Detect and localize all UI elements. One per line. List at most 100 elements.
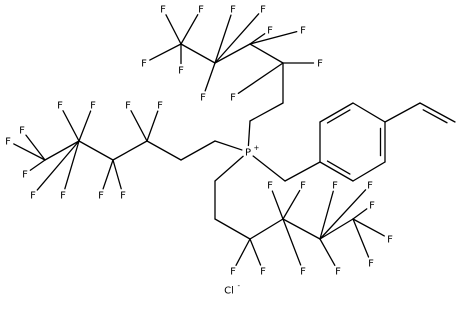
bond-L5-F16 — [62, 110, 80, 142]
bond-P-Bz — [252, 155, 286, 182]
fluorine-atom: F — [178, 66, 184, 77]
atom-symbol: F — [19, 126, 25, 137]
bond-B5-F28 — [319, 238, 336, 266]
fluorine-atom: F — [230, 5, 236, 16]
atom-symbol: F — [230, 5, 236, 16]
fluorine-atom: F — [387, 235, 393, 246]
bond-C5-C6 — [180, 43, 216, 64]
bond-P-C1 — [247, 120, 251, 147]
bond-C5-F7 — [214, 13, 260, 64]
fluorine-atom: F — [57, 101, 63, 112]
fluorine-atom: F — [125, 101, 131, 112]
atom-symbol: F — [22, 170, 28, 181]
atom-symbol: F — [317, 59, 323, 70]
fluorine-atom: F — [260, 5, 266, 16]
bond-C4-F2 — [249, 33, 266, 45]
atom-symbol: F — [90, 101, 96, 112]
fluorine-atom: F — [198, 5, 204, 16]
bond-L6-F22 — [29, 159, 46, 171]
fluorine-atom: F — [60, 191, 66, 202]
bond-R4-V1 — [384, 102, 421, 123]
bond-L3-F13 — [146, 110, 159, 142]
bond-L2-L3 — [146, 140, 182, 161]
fluorine-atom: F — [230, 267, 236, 278]
bond-Bz-R1 — [284, 161, 321, 182]
atom-symbol: F — [125, 101, 131, 112]
fluorine-atom: F — [90, 101, 96, 112]
bond-L4-F15 — [102, 159, 114, 190]
bond-C4-F3 — [249, 31, 298, 45]
fluorine-atom: F — [367, 181, 373, 192]
fluorine-atom: F — [335, 267, 341, 278]
bond-C1-C2 — [249, 102, 284, 122]
fluorine-atom: F — [120, 191, 126, 202]
bond-B4-F25 — [271, 190, 284, 220]
fluorine-atom: F — [260, 267, 266, 278]
atom-symbol: F — [300, 267, 306, 278]
charge-sign: + — [254, 144, 260, 152]
atom-symbol: F — [200, 93, 206, 104]
bond-layer — [13, 13, 456, 266]
fluorine-atom: F — [230, 93, 236, 104]
fluorine-atom: F — [317, 59, 323, 70]
bond-L3-F12 — [130, 110, 148, 142]
bond-B5-F29 — [319, 190, 334, 240]
fluorine-atom: F — [157, 101, 163, 112]
bond-B3-B4 — [249, 218, 284, 240]
atom-symbol: F — [267, 26, 273, 37]
bond-C5-F6 — [214, 14, 232, 64]
bond-L5-F19 — [64, 140, 80, 190]
atom-symbol: F — [300, 26, 306, 37]
fluorine-atom: F — [369, 201, 375, 212]
bond-C6-F9 — [165, 14, 182, 45]
bond-R3-R4 — [352, 102, 386, 123]
bond-L3-L4 — [112, 140, 148, 161]
fluorine-atom: F — [22, 170, 28, 181]
fluorine-atom: F — [5, 137, 11, 148]
bond-P-L1 — [214, 140, 243, 151]
atom-symbol: F — [30, 191, 36, 202]
chloride-ion: Cl- — [224, 282, 240, 297]
fluorine-atom: F — [332, 181, 338, 192]
fluorine-atom: F — [98, 191, 104, 202]
fluorine-atom: F — [19, 126, 25, 137]
fluorine-atom: F — [368, 259, 374, 270]
fluorine-atom: F — [300, 181, 306, 192]
atom-symbol: F — [369, 201, 375, 212]
phosphorus-atom: P+ — [245, 144, 260, 159]
atom-symbol: F — [230, 93, 236, 104]
atom-symbol: F — [368, 259, 374, 270]
bond-L1-L2 — [180, 140, 216, 161]
bond-V1-V2 — [419, 102, 456, 123]
fluorine-atom: F — [300, 267, 306, 278]
bond-R5-R6 — [352, 161, 386, 182]
bond-B6-F31 — [352, 218, 385, 237]
atom-symbol: F — [300, 181, 306, 192]
bond-C3-F4 — [237, 62, 284, 94]
bond-B2-B3 — [214, 218, 251, 240]
bond-B3-F24 — [249, 238, 262, 266]
bond-C4-C5 — [214, 43, 251, 64]
atom-symbol: F — [178, 66, 184, 77]
atom-symbol: F — [230, 267, 236, 278]
bond-R2-R3 — [319, 102, 354, 123]
double-bond-R2-R3 — [326, 109, 351, 124]
bond-C5-F5 — [204, 62, 216, 92]
charge-sign: - — [238, 282, 241, 290]
atom-symbol: F — [141, 59, 147, 70]
fluorine-atom: F — [30, 191, 36, 202]
atom-symbol: F — [60, 191, 66, 202]
fluorine-atom: F — [141, 59, 147, 70]
bond-B4-B5 — [282, 218, 321, 240]
atom-symbol: F — [157, 101, 163, 112]
atom-symbol: F — [98, 191, 104, 202]
fluorine-atom: F — [200, 93, 206, 104]
bond-C3-C4 — [249, 43, 284, 64]
fluorine-atom: F — [267, 181, 273, 192]
fluorine-atom: F — [300, 26, 306, 37]
atom-symbol: F — [367, 181, 373, 192]
bond-B5-F30 — [319, 189, 367, 240]
